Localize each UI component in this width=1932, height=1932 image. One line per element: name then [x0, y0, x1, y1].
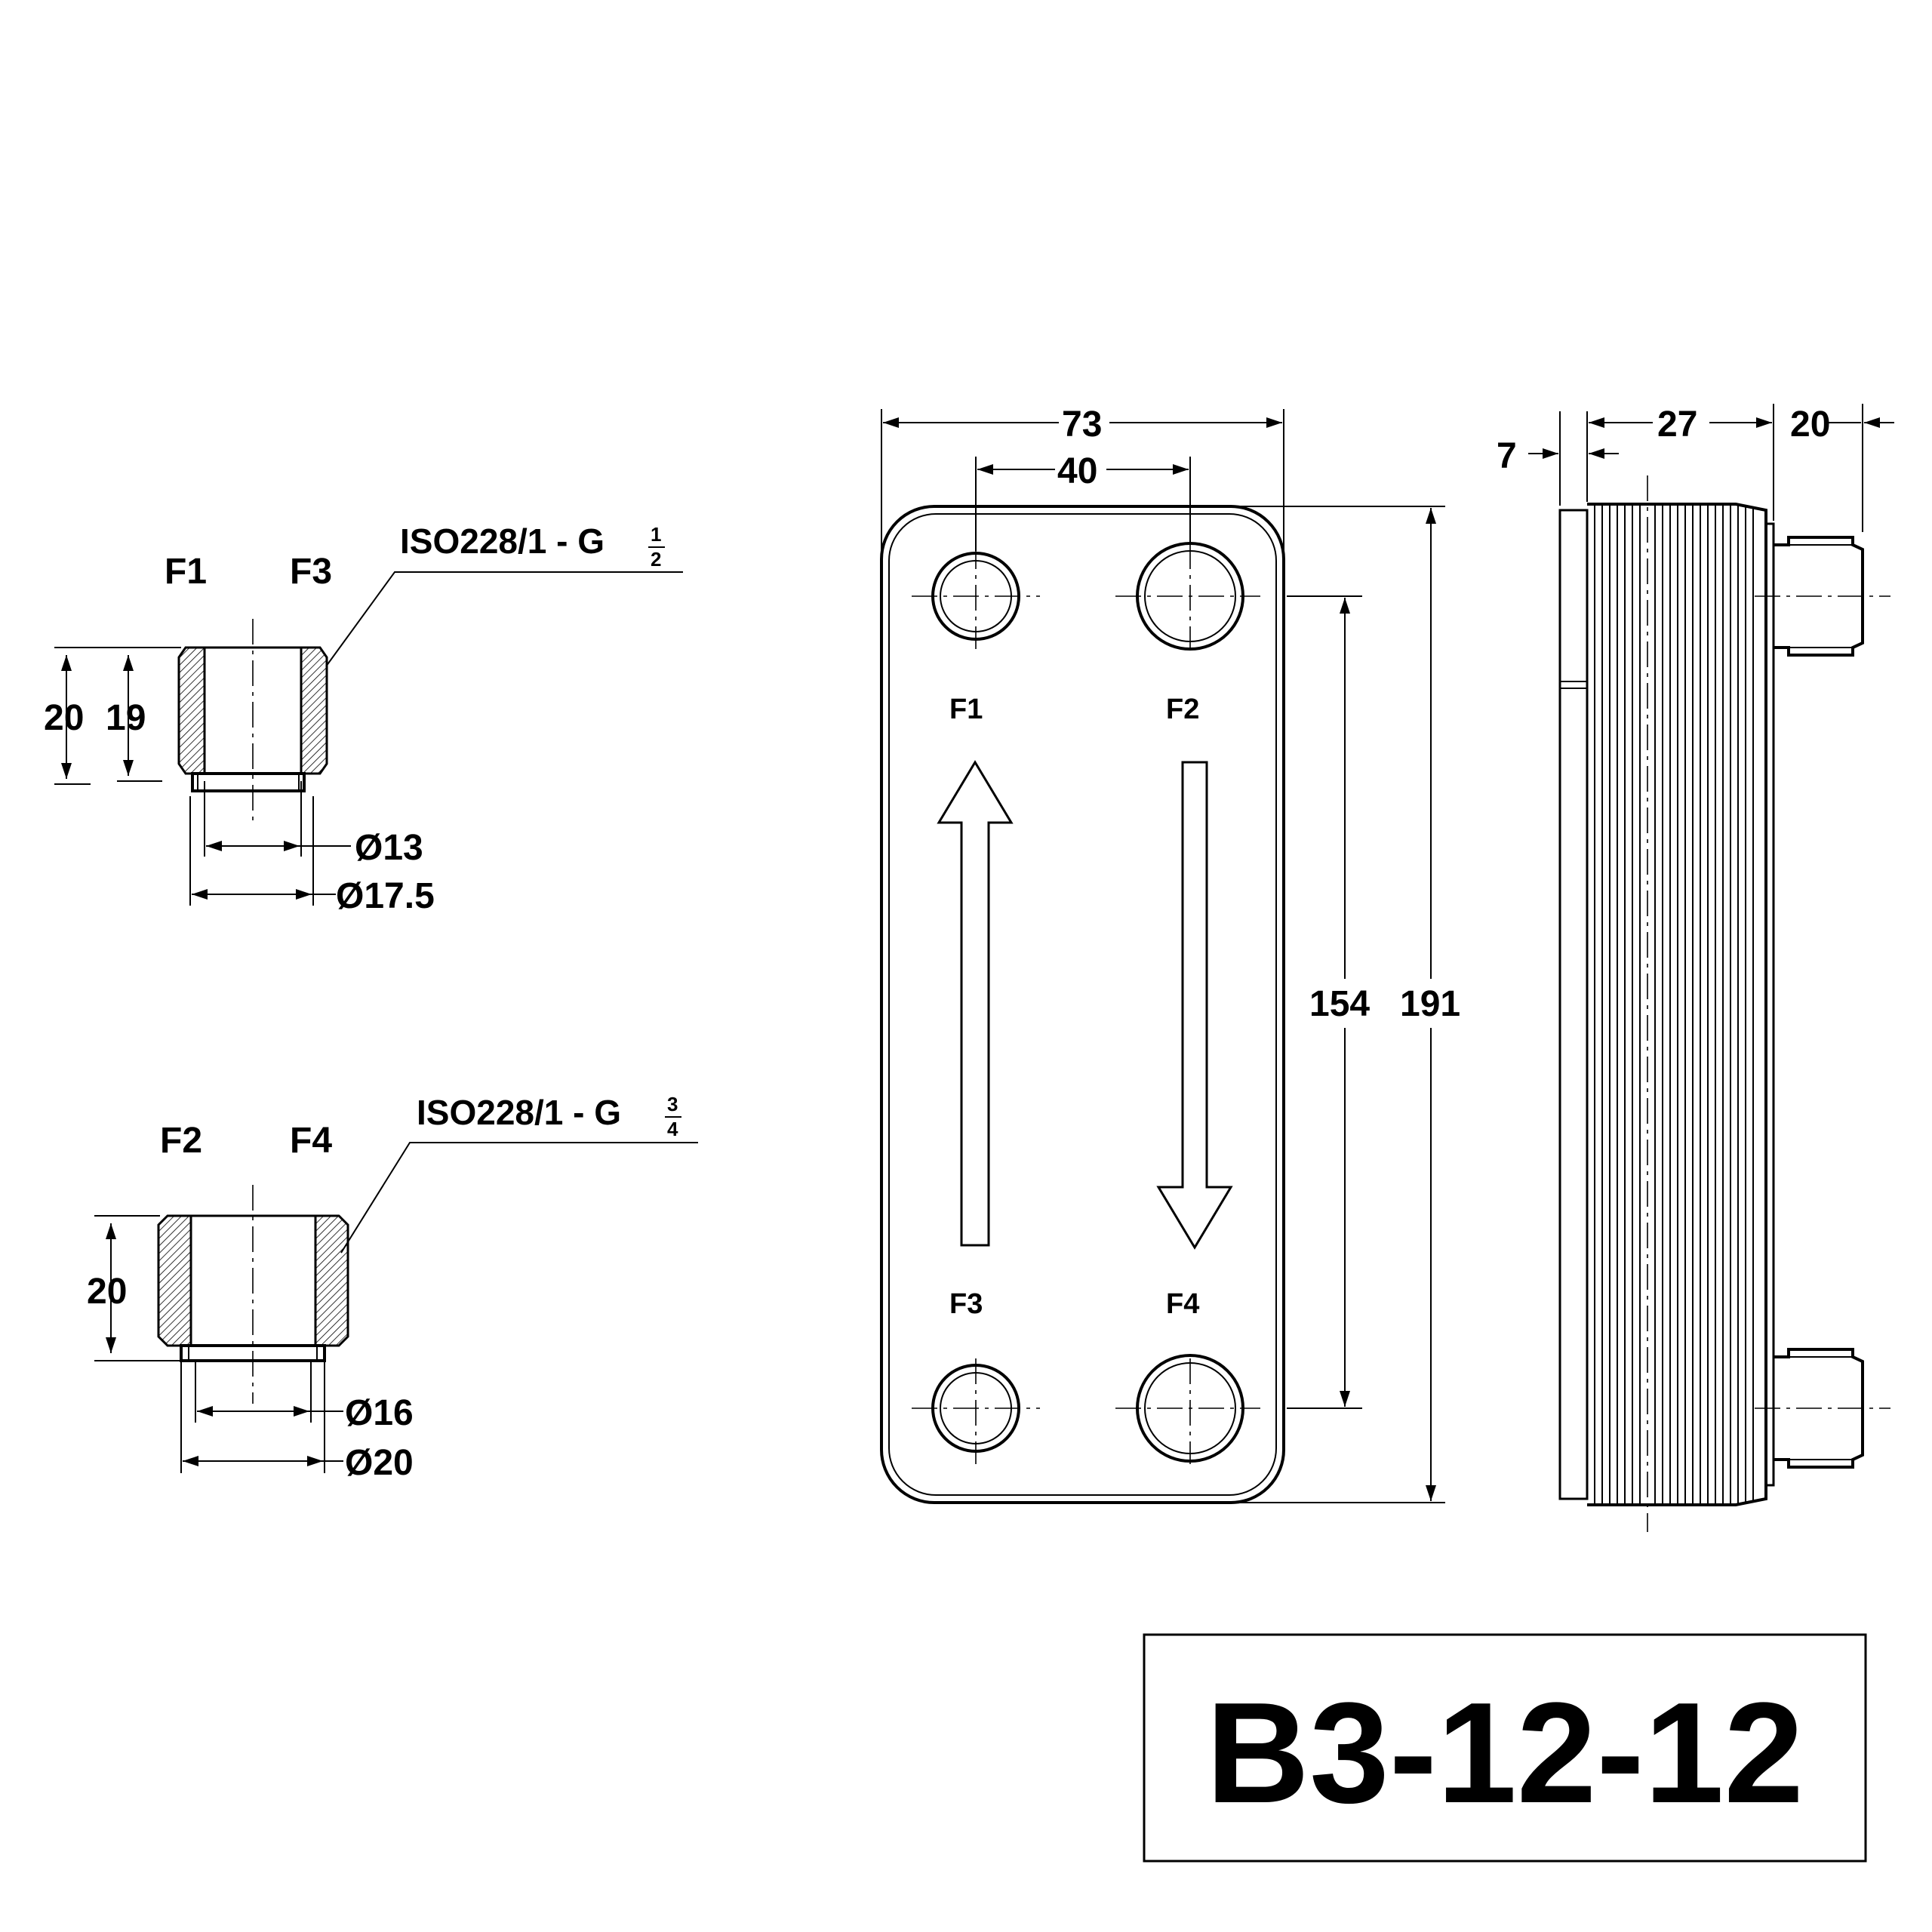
model-number: B3-12-12: [1206, 1673, 1804, 1833]
fitting-bottom-thread-label: ISO228/1 - G: [417, 1093, 621, 1132]
fitting-bottom-thread-numerator: 3: [667, 1093, 678, 1115]
front-port-spacing-dimension: 40: [1057, 451, 1097, 491]
fitting-bottom-detail: F2 F4 ISO228/1 - G 3 4 20 Ø16 Ø20: [87, 1093, 698, 1483]
side-pack-depth-dimension: 27: [1657, 405, 1697, 445]
title-block: B3-12-12: [1143, 1633, 1867, 1863]
side-view: 7 27 20: [1497, 404, 1894, 1532]
front-label-f2: F2: [1166, 694, 1199, 725]
fitting-bottom-thread-denominator: 4: [667, 1118, 678, 1140]
fitting-bottom-inner-diameter: Ø16: [345, 1393, 414, 1433]
fitting-top-thread-label: ISO228/1 - G: [400, 521, 605, 561]
fitting-top-outer-height: 20: [44, 698, 84, 738]
side-connection-length-dimension: 20: [1790, 405, 1830, 445]
fitting-bottom-wall-left: [157, 1214, 192, 1347]
fitting-bottom-height: 20: [87, 1272, 127, 1312]
front-label-f1: F1: [949, 694, 983, 725]
fitting-top-collar: [191, 772, 306, 792]
fitting-top-port-f3: F3: [290, 552, 332, 592]
fitting-top-outer-diameter: Ø17.5: [336, 876, 435, 916]
fitting-bottom-wall-right: [314, 1214, 349, 1347]
fitting-bottom-outer-diameter: Ø20: [345, 1443, 414, 1483]
front-width-dimension: 73: [1062, 405, 1102, 445]
fitting-top-thread-numerator: 1: [651, 523, 661, 546]
fitting-top-inner-diameter: Ø13: [355, 828, 423, 868]
flow-arrow-down: [1156, 761, 1233, 1250]
fitting-top-port-f1: F1: [165, 552, 207, 592]
fitting-top-wall-right: [300, 646, 328, 775]
side-end-plate: [1558, 509, 1589, 1500]
front-label-f4: F4: [1166, 1288, 1199, 1320]
side-plate-lines: [1594, 506, 1754, 1503]
front-label-f3: F3: [949, 1288, 983, 1320]
fitting-bottom-port-f4: F4: [290, 1121, 332, 1161]
side-plate-pack: [1587, 503, 1767, 1506]
fitting-top-wall-left: [177, 646, 206, 775]
fitting-top-inner-height: 19: [106, 698, 146, 738]
front-plate-outline: [880, 505, 1285, 1504]
fitting-top-thread-denominator: 2: [651, 548, 661, 571]
front-height-dimension: 191: [1400, 984, 1460, 1024]
front-view: F1 F2 F3 F4 73 40 154 191: [880, 405, 1460, 1504]
fitting-top-leader-line: [325, 571, 683, 667]
side-offset-dimension: 7: [1497, 436, 1517, 476]
flow-arrow-up: [937, 760, 1014, 1247]
fitting-top-detail: F1 F3 ISO228/1 - G 1 2 20 19 Ø13 Ø17.5: [44, 521, 683, 916]
fitting-bottom-leader-line: [340, 1142, 698, 1254]
front-port-distance-dimension: 154: [1309, 984, 1370, 1024]
fitting-bottom-port-f2: F2: [160, 1121, 202, 1161]
